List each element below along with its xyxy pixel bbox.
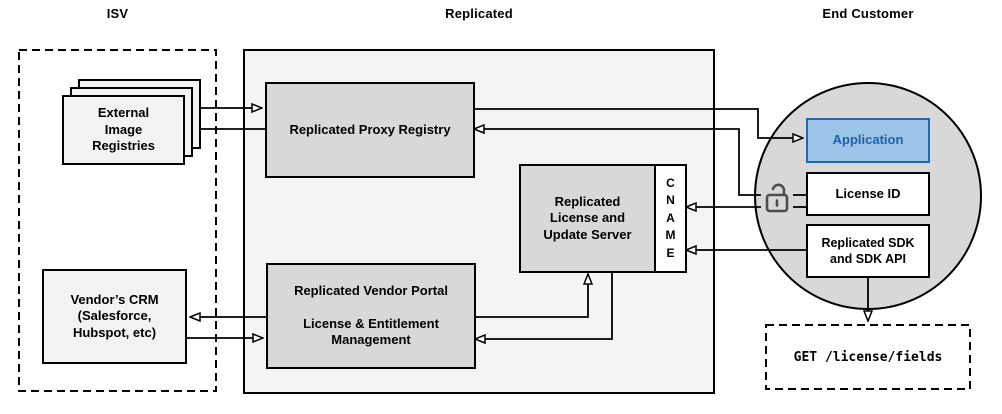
application-box: Application [806,118,930,163]
application-label: Application [832,132,904,148]
get-license-fields-label: GET /license/fields [793,349,943,365]
license-id-label: License ID [835,185,901,201]
section-title-replicated: Replicated [445,6,513,21]
license-id-box: License ID [806,172,930,216]
section-title-isv: ISV [106,6,129,21]
vendors-crm-label: Vendor’s CRM(Salesforce,Hubspot, etc) [70,291,159,340]
replicated-proxy-registry-label: Replicated Proxy Registry [289,121,451,137]
section-title-end-customer: End Customer [822,6,914,21]
vendors-crm-box: Vendor’s CRM(Salesforce,Hubspot, etc) [42,269,187,364]
get-license-fields-box: GET /license/fields [766,325,970,389]
replicated-proxy-registry-box: Replicated Proxy Registry [265,82,475,178]
open-padlock-icon [765,183,789,213]
